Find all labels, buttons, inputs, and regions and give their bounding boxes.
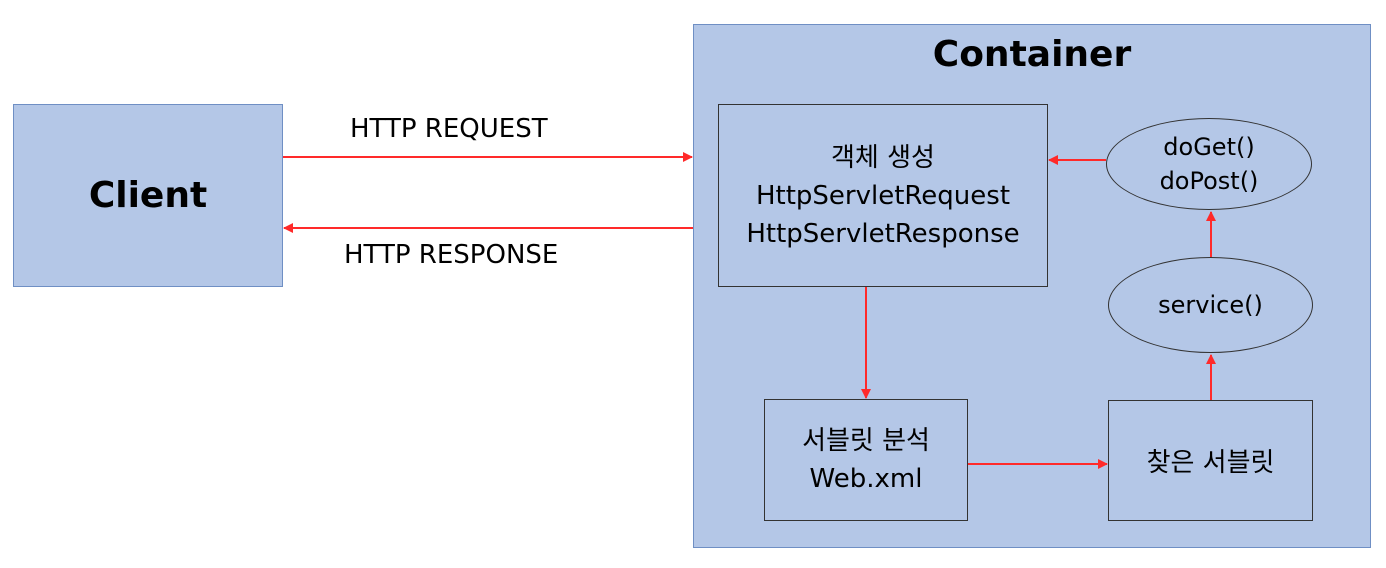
- create-objects-title: 객체 생성: [831, 142, 935, 173]
- dopost-label: doPost(): [1159, 167, 1259, 195]
- client-node: Client: [13, 104, 283, 287]
- http-request-label: HTTP REQUEST: [350, 114, 548, 144]
- found-servlet-node: 찾은 서블릿: [1108, 400, 1313, 521]
- http-servlet-response-label: HttpServletResponse: [746, 218, 1020, 249]
- web-xml-label: Web.xml: [809, 464, 923, 494]
- found-servlet-label: 찾은 서블릿: [1146, 448, 1275, 478]
- doget-dopost-node: doGet() doPost(): [1106, 118, 1312, 210]
- container-title: Container: [932, 34, 1132, 75]
- http-response-label: HTTP RESPONSE: [344, 240, 559, 270]
- http-servlet-request-label: HttpServletRequest: [755, 180, 1011, 211]
- doget-label: doGet(): [1163, 133, 1255, 161]
- servlet-analysis-title: 서블릿 분석: [802, 426, 930, 456]
- servlet-analysis-node: 서블릿 분석 Web.xml: [764, 399, 968, 521]
- create-objects-node: 객체 생성 HttpServletRequest HttpServletResp…: [718, 104, 1048, 287]
- service-node: service(): [1108, 257, 1313, 353]
- service-label: service(): [1158, 291, 1263, 319]
- client-label: Client: [88, 175, 208, 216]
